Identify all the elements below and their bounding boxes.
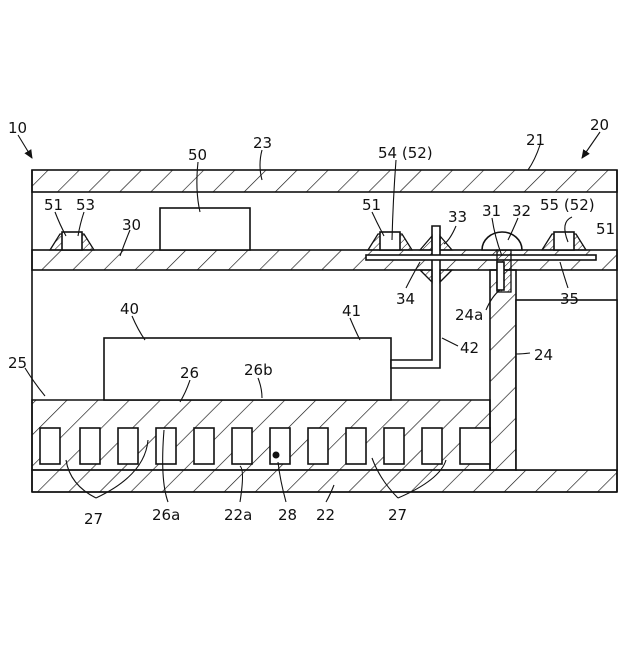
label-26a: 26a — [152, 506, 180, 524]
label-34: 34 — [396, 290, 415, 308]
label-20: 20 — [590, 116, 609, 134]
label-21: 21 — [526, 131, 545, 149]
label-50: 50 — [188, 146, 207, 164]
label-22a: 22a — [224, 506, 252, 524]
label-51c: 51 — [596, 220, 615, 238]
label-10: 10 — [8, 119, 27, 137]
label-25: 25 — [8, 354, 27, 372]
fastener-55 — [542, 232, 586, 250]
label-42: 42 — [460, 339, 479, 357]
dome-32 — [482, 232, 522, 250]
point-28 — [273, 452, 280, 459]
clip-33c — [420, 270, 432, 282]
label-51b: 51 — [362, 196, 381, 214]
label-33: 33 — [448, 208, 467, 226]
label-26: 26 — [180, 364, 199, 382]
label-24: 24 — [534, 346, 553, 364]
label-40: 40 — [120, 300, 139, 318]
label-41: 41 — [342, 302, 361, 320]
component-50 — [160, 208, 250, 250]
bar-34 — [366, 255, 596, 260]
label-53: 53 — [76, 196, 95, 214]
label-22: 22 — [316, 506, 335, 524]
label-30: 30 — [122, 216, 141, 234]
wall-24-inner — [516, 300, 617, 470]
label-24a: 24a — [455, 306, 483, 324]
label-28: 28 — [278, 506, 297, 524]
label-27a: 27 — [84, 510, 103, 528]
label-51a: 51 — [44, 196, 63, 214]
bottom-wall-22 — [32, 470, 617, 492]
label-27b: 27 — [388, 506, 407, 524]
screw-24a — [497, 262, 504, 290]
label-54: 54 (52) — [378, 144, 433, 162]
fastener-51-53 — [50, 232, 94, 250]
label-26b: 26b — [244, 361, 273, 379]
wall-24 — [490, 270, 516, 470]
fastener-54 — [368, 232, 412, 250]
label-55: 55 (52) — [540, 196, 595, 214]
label-31: 31 — [482, 202, 501, 220]
clip-33 — [420, 236, 432, 250]
label-32: 32 — [512, 202, 531, 220]
label-23: 23 — [253, 134, 272, 152]
label-35: 35 — [560, 290, 579, 308]
clip-33d — [440, 270, 452, 282]
top-plate-23 — [32, 170, 617, 192]
